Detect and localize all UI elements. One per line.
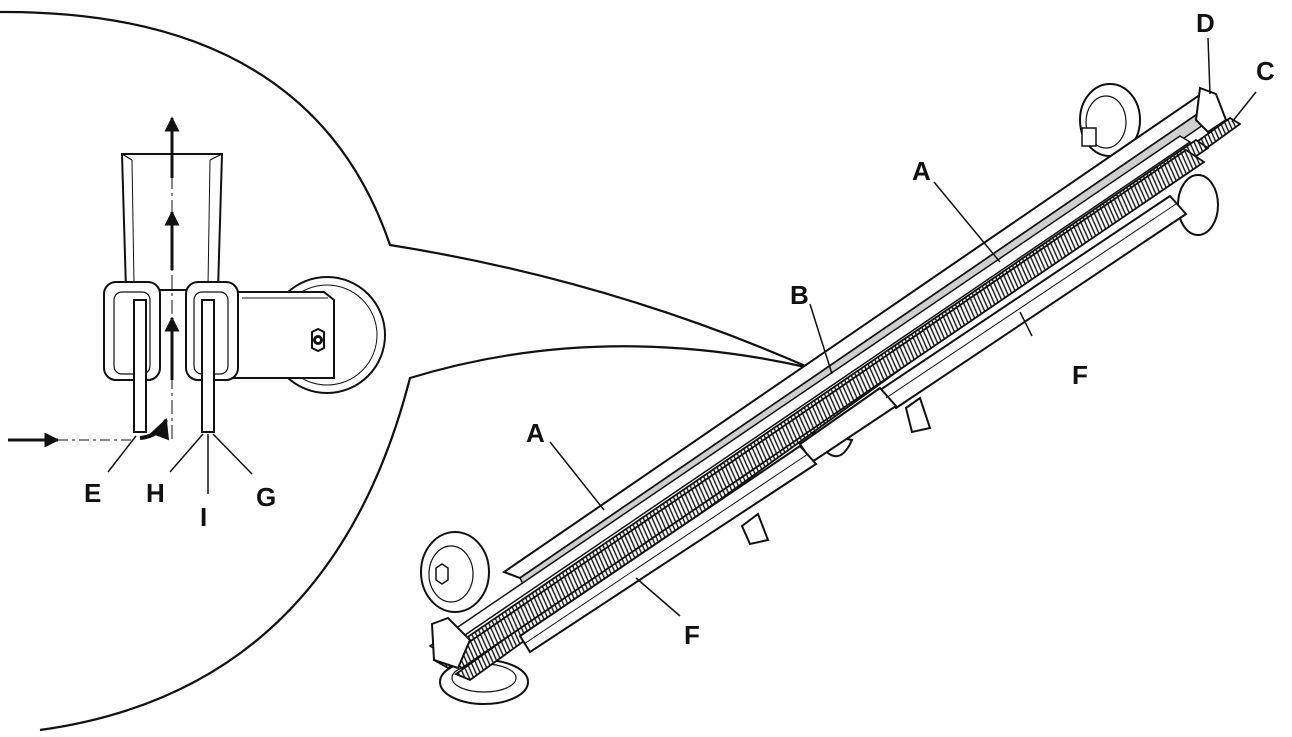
wheel-right-lower — [1177, 174, 1219, 236]
label-a-top: A — [912, 156, 931, 186]
end-plate-right — [1194, 86, 1228, 134]
end-plate-left — [430, 616, 472, 670]
label-f-right: F — [1072, 360, 1088, 390]
label-i: I — [200, 502, 207, 532]
detail-blade-front — [133, 299, 147, 433]
detail-blade-clamp-left — [103, 281, 161, 381]
detail-bolt-icon — [311, 327, 325, 353]
detail-turn-arrow — [139, 418, 170, 441]
label-g: G — [256, 482, 276, 512]
adjust-knob-center — [904, 396, 932, 434]
label-c: C — [1256, 56, 1275, 86]
blade-channel — [428, 135, 1192, 653]
adjust-knob-left — [740, 512, 770, 546]
wheel-top-right — [1079, 83, 1141, 157]
frame-rail — [501, 90, 1220, 580]
label-a-bottom: A — [526, 418, 545, 448]
label-h: H — [146, 478, 165, 508]
labels: A A B C D E F F G H I — [84, 8, 1275, 650]
detail-view — [0, 10, 811, 732]
label-b: B — [790, 280, 809, 310]
label-f-left: F — [684, 620, 700, 650]
wheel-bottom-left — [420, 531, 490, 613]
tube-segment-left — [518, 444, 818, 654]
detail-blade-rear — [201, 299, 215, 433]
bristle-strip — [444, 148, 1206, 670]
label-e: E — [84, 478, 101, 508]
squeegee-assembly — [420, 37, 1257, 705]
label-d: D — [1196, 8, 1215, 38]
